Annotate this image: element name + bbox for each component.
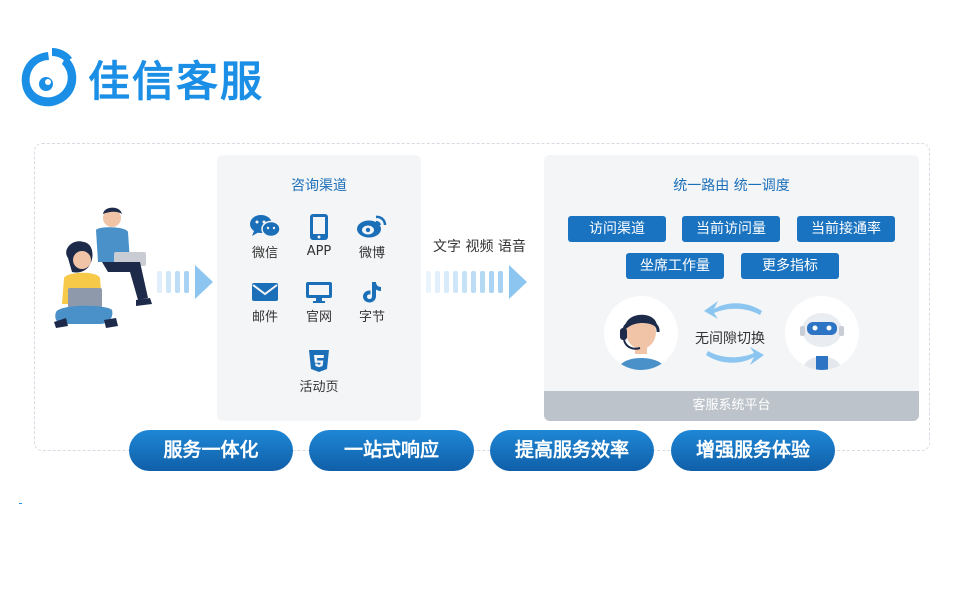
robot-agent-avatar xyxy=(785,296,859,370)
channel-label: 活动页 xyxy=(299,380,339,395)
routing-title: 统一路由 统一调度 xyxy=(673,178,790,194)
metric-pill-channel: 访问渠道 xyxy=(568,216,666,242)
brand-name: 佳信客服 xyxy=(88,56,265,106)
channel-app: APP xyxy=(294,213,344,259)
customers-illustration xyxy=(54,207,152,328)
brand-mark-icon xyxy=(21,48,77,107)
flow-arrow-middle xyxy=(426,265,527,299)
headset-agent-icon xyxy=(618,314,666,370)
mobile-icon xyxy=(310,214,328,240)
flow-arrow-left xyxy=(157,265,213,299)
customer-service-platform-bar: 客服系统平台 xyxy=(544,391,919,421)
channel-weibo: 微博 xyxy=(347,213,397,261)
tiktok-icon xyxy=(363,282,381,303)
channel-campaign-page: 活动页 xyxy=(294,349,344,395)
brand-logo: 佳信客服 xyxy=(16,44,264,112)
value-one-stop-response: 一站式响应 xyxy=(309,430,474,471)
channel-label: 微博 xyxy=(358,246,385,261)
channel-label: 官网 xyxy=(305,310,332,325)
switch-arrows-icon xyxy=(704,301,764,365)
channel-label: 微信 xyxy=(251,246,278,261)
robot-icon xyxy=(800,313,844,370)
seamless-switch-label: 无间隙切换 xyxy=(695,331,765,347)
html5-icon xyxy=(309,350,329,372)
mail-icon xyxy=(252,283,278,301)
wechat-icon xyxy=(250,215,281,238)
channel-bytedance: 字节 xyxy=(347,281,397,325)
channel-website: 官网 xyxy=(294,281,344,325)
value-improve-efficiency: 提高服务效率 xyxy=(490,430,654,471)
metric-pill-connect-rate: 当前接通率 xyxy=(797,216,895,242)
weibo-icon xyxy=(357,215,387,238)
channel-label: 字节 xyxy=(358,310,385,325)
metric-pill-traffic: 当前访问量 xyxy=(682,216,780,242)
diagram-frame xyxy=(34,143,930,451)
routing-panel: 统一路由 统一调度 访问渠道 当前访问量 当前接通率 坐席工作量 更多指标 无间… xyxy=(544,155,919,421)
monitor-icon xyxy=(306,282,332,303)
channel-label: APP xyxy=(306,244,332,259)
stray-mark xyxy=(19,503,22,504)
channel-label: 邮件 xyxy=(251,310,278,325)
channel-wechat: 微信 xyxy=(240,213,290,261)
metric-pill-workload: 坐席工作量 xyxy=(626,253,724,279)
value-enhance-experience: 增强服务体验 xyxy=(671,430,835,471)
consult-channels-panel: 咨询渠道 微信 APP 微博 xyxy=(217,155,421,421)
media-types-label: 文字 视频 语音 xyxy=(433,239,526,255)
metric-pill-more: 更多指标 xyxy=(741,253,839,279)
channels-title: 咨询渠道 xyxy=(291,178,347,194)
value-service-integration: 服务一体化 xyxy=(129,430,293,471)
human-agent-avatar xyxy=(604,296,678,370)
channel-mail: 邮件 xyxy=(240,281,290,325)
